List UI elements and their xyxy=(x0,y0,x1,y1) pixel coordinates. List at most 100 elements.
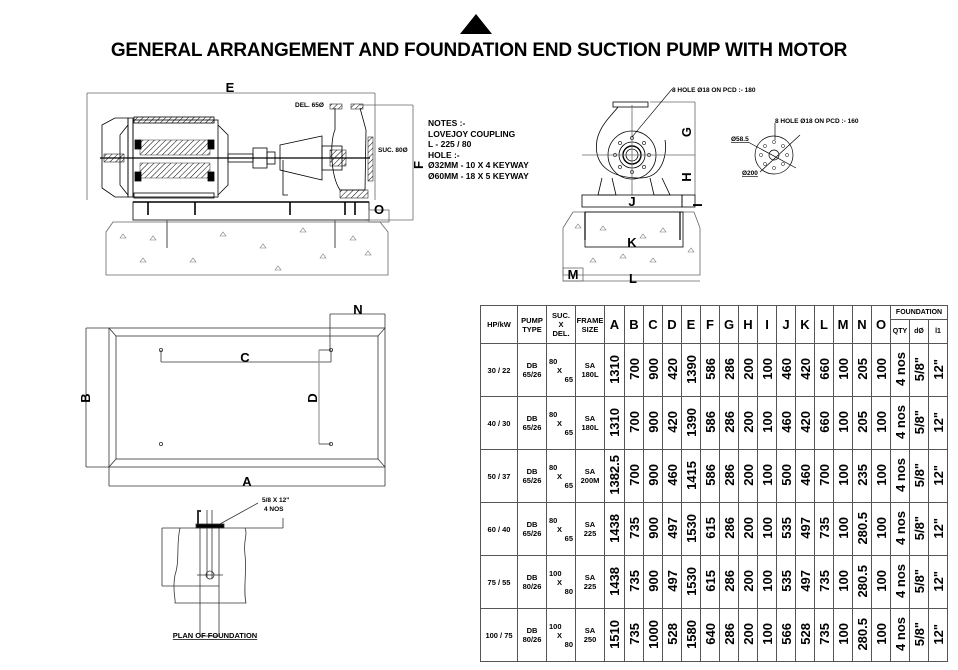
col-bolt-dia: dØ xyxy=(909,319,929,344)
dim-value: 586 xyxy=(702,411,718,433)
frame-series: SA xyxy=(584,573,596,582)
frame-model: 180L xyxy=(581,423,599,432)
dim-value: 615 xyxy=(702,517,718,539)
cell-dim-d: 420 xyxy=(662,396,682,450)
dim-value: 460 xyxy=(778,358,794,380)
cell-dim-l: 660 xyxy=(814,396,834,450)
col-pump-type-l2: TYPE xyxy=(522,324,542,334)
col-l: L xyxy=(814,305,834,344)
col-foundation: FOUNDATION xyxy=(890,305,948,320)
end-view xyxy=(562,88,701,282)
dim-value: 200 xyxy=(740,623,756,645)
cell-dim-d: 460 xyxy=(662,449,682,503)
cell-dim-l: 735 xyxy=(814,555,834,609)
cell-dim-h: 200 xyxy=(738,555,758,609)
drawing-title: GENERAL ARRANGEMENT AND FOUNDATION END S… xyxy=(110,40,848,61)
flange-outer-dia: Ø200 xyxy=(742,170,758,177)
cell-dim-i: 100 xyxy=(757,608,777,662)
dim-value: 497 xyxy=(664,517,680,539)
pump-series: DB xyxy=(526,520,538,529)
cell-hp-kw: 30 / 22 xyxy=(480,343,518,397)
dim-i-label: I xyxy=(690,203,705,207)
dim-value: 286 xyxy=(721,411,737,433)
cell-dim-d: 528 xyxy=(662,608,682,662)
cell-dim-j: 535 xyxy=(776,555,796,609)
cell-dim-k: 497 xyxy=(795,555,815,609)
cell-dim-i: 100 xyxy=(757,555,777,609)
suc-del-separator: X xyxy=(557,630,563,640)
cell-dim-h: 200 xyxy=(738,343,758,397)
delivery-size: 65 xyxy=(564,374,573,384)
dim-value: 100 xyxy=(873,570,889,592)
cell-dim-j: 460 xyxy=(776,343,796,397)
qty-value: 4 nos xyxy=(892,405,908,439)
cell-bolt-dia: 5/8" xyxy=(909,502,929,556)
pump-series: DB xyxy=(526,361,538,370)
cell-dim-k: 497 xyxy=(795,502,815,556)
dim-value: 100 xyxy=(835,411,851,433)
dim-n-label: N xyxy=(353,302,362,317)
bolt-dia-value: 5/8" xyxy=(911,568,927,594)
dim-value: 1382.5 xyxy=(607,455,622,495)
col-i: I xyxy=(757,305,777,344)
notes-hole-heading: HOLE :- xyxy=(428,149,460,160)
dim-o-label: O xyxy=(374,202,384,217)
col-h: H xyxy=(738,305,758,344)
dim-value: 420 xyxy=(664,358,680,380)
dim-value: 100 xyxy=(835,623,851,645)
qty-value: 4 nos xyxy=(892,352,908,386)
cell-qty: 4 nos xyxy=(890,396,910,450)
cell-dim-d: 497 xyxy=(662,502,682,556)
col-j: J xyxy=(776,305,796,344)
dim-value: 286 xyxy=(721,358,737,380)
cell-dim-m: 100 xyxy=(833,449,853,503)
dim-value: 1310 xyxy=(607,407,622,437)
cell-qty: 4 nos xyxy=(890,449,910,503)
cell-dim-a: 1438 xyxy=(604,502,625,556)
dim-value: 100 xyxy=(873,517,889,539)
dim-value: 566 xyxy=(778,623,794,645)
cell-dim-l: 700 xyxy=(814,449,834,503)
suc-del-separator: X xyxy=(557,577,563,587)
dim-value: 735 xyxy=(626,517,642,539)
cell-dim-n: 280.5 xyxy=(852,502,872,556)
dim-value: 100 xyxy=(835,517,851,539)
cell-dim-j: 460 xyxy=(776,396,796,450)
dim-value: 235 xyxy=(854,464,870,486)
frame-series: SA xyxy=(584,414,596,423)
col-suc-l2: X xyxy=(558,320,564,329)
cell-dim-o: 100 xyxy=(871,396,891,450)
dim-value: 200 xyxy=(740,464,756,486)
suction-size: 80 xyxy=(549,409,558,419)
cell-dim-l: 660 xyxy=(814,343,834,397)
dim-value: 900 xyxy=(645,358,661,380)
bolt-length-value: 12" xyxy=(930,358,946,380)
pump-model: 80/26 xyxy=(522,635,542,644)
cell-dim-c: 900 xyxy=(643,449,663,503)
cell-dim-i: 100 xyxy=(757,502,777,556)
cell-bolt-dia: 5/8" xyxy=(909,396,929,450)
col-qty: QTY xyxy=(890,319,910,344)
col-k: K xyxy=(795,305,815,344)
dim-value: 535 xyxy=(778,517,794,539)
col-o: O xyxy=(871,305,891,344)
dim-value: 900 xyxy=(645,517,661,539)
col-g: G xyxy=(719,305,739,344)
dim-value: 100 xyxy=(873,411,889,433)
dim-d-label: D xyxy=(305,393,320,402)
cell-dim-h: 200 xyxy=(738,502,758,556)
bolt-length-value: 12" xyxy=(930,517,946,539)
cell-qty: 4 nos xyxy=(890,502,910,556)
dim-value: 100 xyxy=(759,358,775,380)
dim-value: 640 xyxy=(702,623,718,645)
cell-dim-g: 286 xyxy=(719,396,739,450)
cell-dim-o: 100 xyxy=(871,608,891,662)
